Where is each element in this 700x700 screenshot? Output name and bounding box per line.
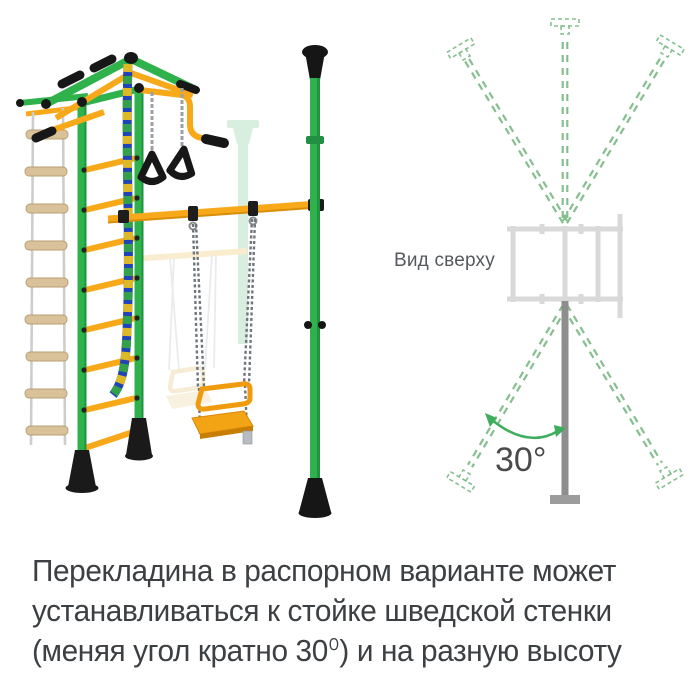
climbing-rope [109,63,133,398]
top-view-diagram [445,18,686,504]
caption-line-1: Перекладина в распорном варианте может [32,553,617,588]
gymnastic-rings [137,88,196,185]
wall-top-view [507,214,623,318]
ghost-position-elements [132,120,259,409]
caption-line-2: устанавливаться к стойке шведской стенки [32,593,612,628]
top-view-label: Вид сверху [394,250,495,271]
top-frame-assembly [31,52,229,148]
angle-arc-arrow [485,413,566,440]
swing [191,218,257,445]
caption: Перекладина в распорном варианте может у… [32,551,666,671]
sports-complex-illustration [16,45,332,518]
wall-bars-frame [65,88,153,493]
floor-to-ceiling-pole [298,45,332,518]
angle-label: 30° [495,441,547,479]
position-dashed-lines [464,38,666,468]
caption-line-3: (меняя угол кратно 30⁰) и на разную высо… [32,633,622,668]
support-pole [550,301,580,504]
rope-ladder [16,93,89,446]
